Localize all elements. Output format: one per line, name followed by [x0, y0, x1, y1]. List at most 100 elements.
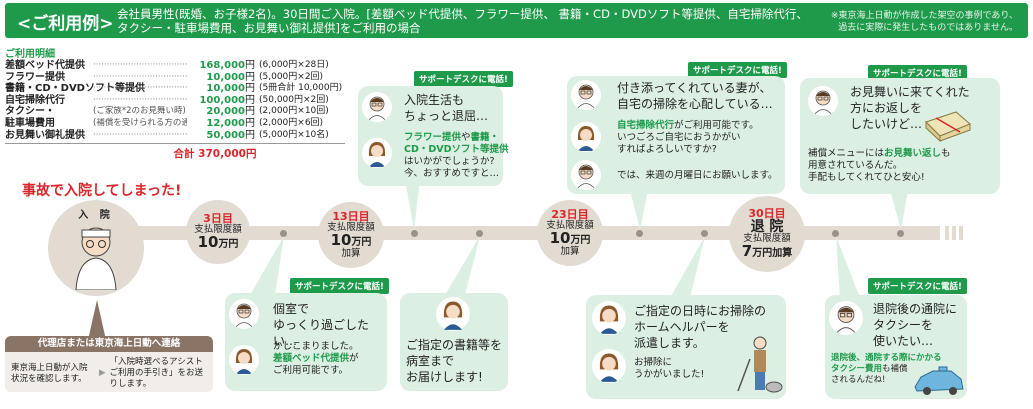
operator-avatar — [436, 297, 470, 331]
milestone-label: 支払限度額 — [546, 219, 594, 231]
item-unit: 円 — [245, 94, 255, 106]
line: したいけど… — [850, 117, 923, 131]
timeline-dot — [897, 229, 904, 237]
item-name: 駐車場費用 — [5, 117, 55, 129]
line: ご指定の書籍等を — [406, 338, 503, 352]
detail-row: 書籍・CD・DVDソフト等提供10,000円(5冊合計 10,000円) — [5, 83, 345, 95]
disclaimer-note: ※東京海上日動が作成した架空の事例であり、過去に実際に発生したものではありません… — [831, 10, 1018, 34]
bubble-gift: お見舞いに来てくれた方にお返しをしたいけど… 補償メニューにはお見舞い返しも用意… — [800, 78, 1000, 194]
item-amount: 168,000 — [199, 60, 245, 71]
line: ご利用可能です。 — [273, 365, 349, 376]
milestone-day: 23日目 — [551, 208, 589, 222]
timeline-dot — [636, 229, 643, 237]
line: うかがいました! — [634, 369, 705, 380]
operator-avatar — [571, 122, 601, 152]
line: 使いたい… — [873, 334, 934, 348]
item-unit: 円 — [245, 60, 255, 71]
item-name: 差額ベッド代提供 — [5, 60, 85, 71]
line: 今、おすすめですと… — [404, 168, 500, 179]
milestone-day: 30日目 — [748, 207, 786, 221]
timeline-dot — [832, 229, 839, 237]
line: はいかがでしょうか? — [404, 156, 495, 167]
milestone-discharge: 30日目 退 院 支払限度額 7万円加算 — [729, 196, 805, 272]
bubble-cleaning: 付き添ってくれている妻が、自宅の掃除を心配している… 自宅掃除代行がご利用可能で… — [567, 76, 785, 194]
operator-speech: かしこまりました。差額ベッド代提供がご利用可能です。 — [273, 341, 359, 377]
milestone-day: 3日目 — [203, 212, 233, 226]
timeline-dot — [701, 229, 708, 237]
value: 7 — [741, 242, 753, 261]
admission-label: 入 院 — [78, 210, 114, 221]
helper-speech: お掃除にうかがいました! — [634, 357, 704, 381]
milestone-day13: 13日目 支払限度額 10万円 加算 — [318, 202, 384, 268]
customer-speech: 入院生活もちょっと退屈… — [404, 92, 488, 124]
item-calc: (2,000円×6回) — [259, 117, 324, 128]
text: や — [461, 132, 471, 143]
patient-icon — [75, 227, 117, 290]
customer-avatar — [808, 86, 838, 116]
customer-avatar — [571, 160, 601, 190]
milestone-value: 7万円加算 — [729, 242, 805, 261]
line: 用意されているんだ。 — [808, 160, 903, 171]
line: お掃除に — [634, 357, 673, 368]
item-calc: (2,000円×10回) — [259, 106, 329, 117]
line: 個室で — [273, 302, 310, 316]
timeline-dot — [411, 229, 418, 237]
details-total: 合計 370,000円 — [173, 148, 257, 161]
value: 10 — [330, 230, 352, 249]
customer-speech: 個室でゆっくり過ごしたい… — [273, 301, 387, 349]
line: 自宅の掃除を心配している… — [617, 97, 773, 111]
support-desk-badge: サポートデスクに電話! — [290, 278, 389, 294]
item-name: お見舞い御礼提供 — [5, 129, 85, 141]
item-unit: 円 — [245, 129, 255, 141]
value: 10 — [549, 228, 571, 247]
text: がご利用可能です。 — [674, 120, 759, 131]
service-name: CD・DVDソフト等提供 — [404, 144, 509, 155]
line: ちょっと退屈… — [404, 109, 489, 123]
detail-row: 自宅掃除代行100,000円(50,000円×2回) — [5, 95, 345, 107]
note-line: 過去に実際に発生したものではありません。 — [838, 23, 1018, 33]
customer-avatar — [362, 92, 392, 122]
helper-avatar — [592, 349, 626, 383]
timeline-title: 事故で入院してしまった! — [22, 183, 182, 199]
customer-note: 補償メニューにはお見舞い返しも用意されているんだ。手配もしてくれてひと安心! — [808, 148, 951, 184]
support-desk-badge: サポートデスクに電話! — [868, 65, 967, 81]
example-description: 会社員男性(既婚、お子様2名)。30日間ご入院。[差額ベッド代提供、フラワー提供… — [117, 7, 808, 35]
milestone-value: 10万円 — [537, 228, 603, 247]
item-amount: 50,000 — [206, 129, 245, 141]
gift-box-icon — [925, 111, 971, 142]
line: タクシーを — [873, 318, 934, 332]
example-header: <ご利用例> 会社員男性(既婚、お子様2名)。30日間ご入院。[差額ベッド代提供… — [5, 3, 1028, 38]
line: お見舞いに来てくれた — [850, 85, 970, 99]
item-note: (補償を受けられる方の通院時) — [93, 118, 187, 130]
agency-contact-box: 代理店または東京海上日動へ連絡 東京海上日動が入院状況を確認します。▶「入院時選… — [5, 336, 213, 392]
customer-speech: 退院後の通院にタクシーを使いたい… — [873, 301, 957, 349]
milestone-day23: 23日目 支払限度額 10万円 加算 — [537, 200, 603, 266]
text: が — [349, 353, 359, 364]
milestone-extra: 加算 — [341, 247, 361, 259]
milestone-extra: 加算 — [560, 245, 580, 257]
line: されるんだね! — [831, 375, 886, 385]
operator-avatar — [592, 301, 626, 335]
customer-avatar — [571, 80, 601, 110]
milestone-label: 支払限度額 — [743, 233, 791, 245]
item-unit: 円 — [245, 83, 255, 95]
milestone-day: 13日目 — [332, 210, 370, 224]
item-unit: 円 — [245, 71, 255, 83]
line: お届けします! — [406, 370, 483, 384]
service-name: 自宅掃除代行 — [617, 120, 675, 131]
customer-avatar — [229, 299, 259, 329]
desc-line: タクシー・駐車場費用、お見舞い御礼提供]をご利用の場合 — [117, 21, 421, 35]
service-name: 退院後、通院する際にかかる — [831, 353, 942, 363]
line: 入院生活も — [404, 93, 465, 107]
agency-title: 代理店または東京海上日動へ連絡 — [5, 336, 213, 352]
timeline-dash — [952, 226, 956, 240]
milestone-title: 退 院 — [750, 218, 784, 235]
service-name: タクシー費用 — [831, 364, 883, 374]
detail-row: フラワー提供10,000円(5,000円×2回) — [5, 72, 345, 84]
example-label: <ご利用例> — [17, 14, 114, 34]
value: 10 — [197, 232, 219, 251]
detail-row: お見舞い御礼提供50,000円(5,000円×10名) — [5, 130, 345, 142]
line: 病室まで — [406, 354, 455, 368]
taxi-icon — [914, 366, 964, 395]
milestone-label: 支払限度額 — [194, 223, 242, 235]
